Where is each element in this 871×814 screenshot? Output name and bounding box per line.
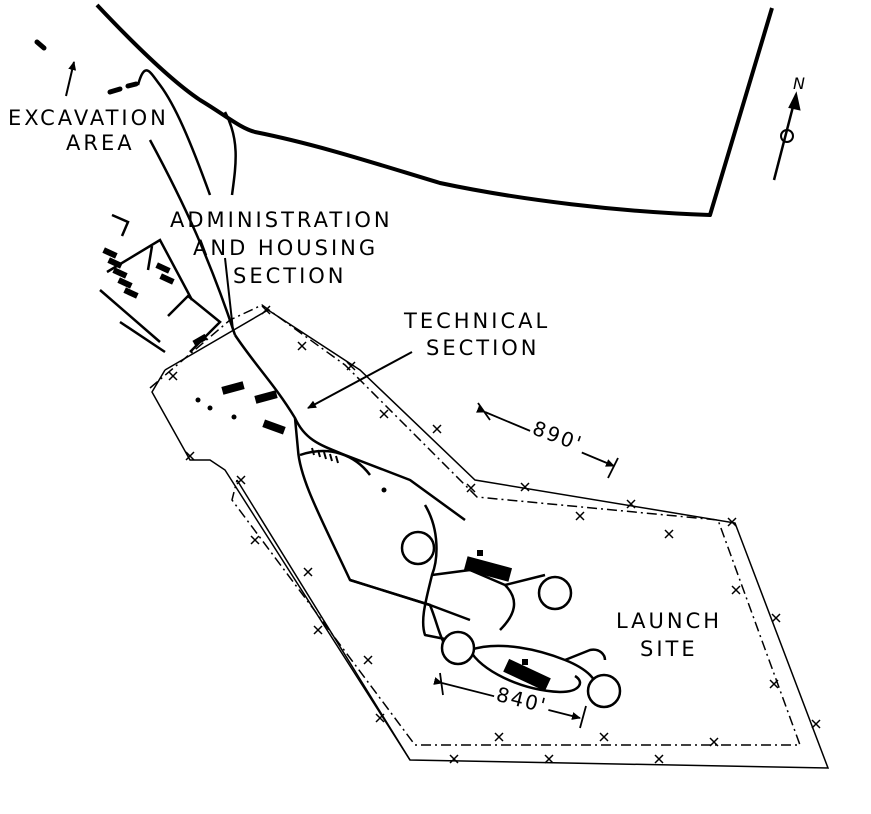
technical-leader	[307, 351, 413, 409]
stream-right	[223, 111, 237, 196]
road-to-admin	[148, 139, 237, 336]
north-letter: N	[793, 74, 805, 93]
technical-buildings	[195, 381, 387, 493]
coastline	[95, 3, 774, 217]
fence-posts	[168, 305, 821, 764]
outer-fence-west	[236, 479, 411, 761]
north-arrow-icon	[772, 91, 801, 181]
admin-label-line2: AND HOUSING	[193, 236, 379, 260]
admin-label-line3: SECTION	[233, 264, 347, 288]
excavation-label-line2: AREA	[66, 131, 135, 155]
excavation-label-line1: EXCAVATION	[8, 106, 169, 130]
launch-label-line2: SITE	[640, 637, 698, 661]
technical-hatch	[311, 447, 339, 464]
technical-label-line1: TECHNICAL	[404, 309, 551, 333]
outer-fence	[151, 309, 830, 769]
launch-pads	[400, 530, 622, 709]
launch-label-line1: LAUNCH	[616, 609, 723, 633]
admin-label-line1: ADMINISTRATION	[170, 208, 393, 232]
stream-left	[136, 69, 212, 196]
excavation-marks	[34, 39, 139, 95]
technical-label-line2: SECTION	[426, 336, 540, 360]
admin-leader	[224, 257, 234, 331]
inner-fence	[149, 304, 802, 746]
admin-buildings	[102, 247, 208, 347]
excavation-arrow	[65, 61, 77, 97]
admin-roads	[99, 213, 222, 354]
roads	[233, 334, 607, 694]
